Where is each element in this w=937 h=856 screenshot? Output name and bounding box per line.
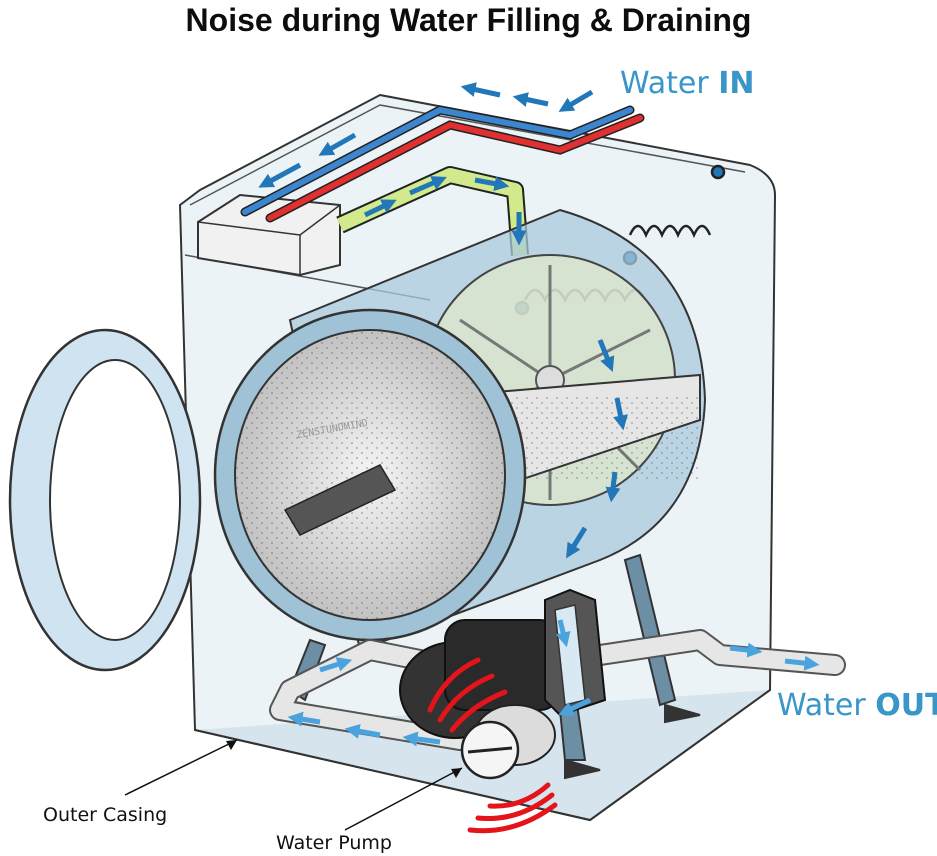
noise-waves [427, 657, 558, 834]
leader-lines [124, 739, 463, 831]
drum-tub [213, 208, 707, 652]
flow-arrows-in [258, 82, 628, 559]
diagram-title: Noise during Water Filling & Draining [185, 2, 752, 38]
leader-arrowhead [451, 768, 462, 778]
drain-hose [269, 629, 846, 751]
leader-arrowhead [226, 740, 237, 750]
water-pump-label: Water Pump [276, 832, 392, 854]
water-pump [460, 704, 556, 780]
water-out-label: Water OUT [777, 688, 937, 723]
pump-motor [399, 588, 607, 739]
outer-casing-label: Outer Casing [43, 804, 168, 826]
door [8, 328, 202, 672]
detergent-box [197, 193, 341, 277]
inlet-pipes [240, 105, 645, 223]
flow-arrows-out [287, 619, 820, 747]
water-in-label: Water IN [620, 66, 755, 101]
